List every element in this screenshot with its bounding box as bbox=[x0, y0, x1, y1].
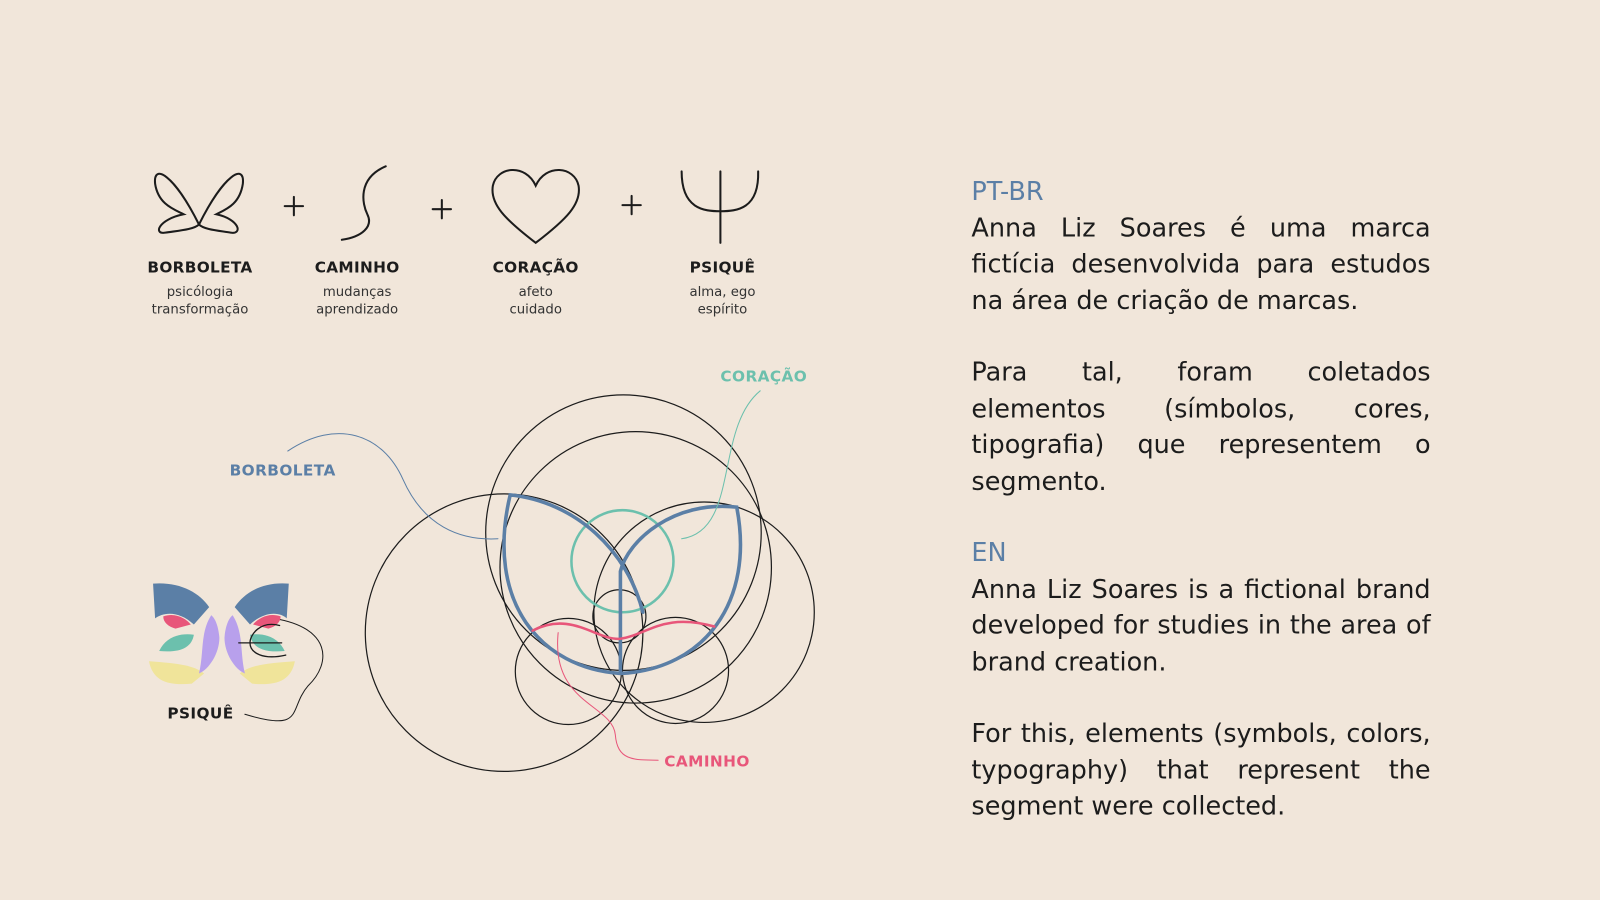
en-heading: EN bbox=[971, 537, 1007, 568]
heart-construction bbox=[570, 508, 675, 614]
coracao-leader bbox=[681, 390, 761, 540]
butterfly-icon bbox=[154, 172, 244, 234]
path-construction bbox=[531, 620, 716, 641]
label-borboleta: BORBOLETA bbox=[229, 461, 336, 480]
psi-icon bbox=[680, 170, 760, 244]
desc-line: cuidado bbox=[509, 302, 562, 318]
desc-line: alma, ego bbox=[689, 284, 756, 300]
en-paragraph-2: For this, elements (symbols, colors, typ… bbox=[971, 718, 1431, 821]
desc-line: afeto bbox=[518, 284, 553, 300]
desc-line: espírito bbox=[697, 302, 748, 318]
psique-leader bbox=[244, 617, 324, 722]
desc-line: psicólogia bbox=[166, 284, 234, 300]
label-coracao: CORAÇÃO bbox=[720, 367, 808, 386]
symbol-desc-coracao: afeto cuidado bbox=[454, 284, 617, 319]
plus-signs bbox=[283, 194, 642, 220]
construction-circles bbox=[364, 394, 815, 773]
caminho-leader bbox=[557, 632, 659, 761]
pt-paragraph-1: Anna Liz Soares é uma marca fictícia des… bbox=[971, 212, 1431, 315]
label-psique: PSIQUÊ bbox=[167, 704, 234, 723]
description: PT-BR Anna Liz Soares é uma marca fictíc… bbox=[971, 173, 1430, 824]
symbol-title-borboleta: BORBOLETA bbox=[147, 258, 253, 277]
symbol-title-psique: PSIQUÊ bbox=[689, 258, 756, 277]
pt-br-heading: PT-BR bbox=[971, 176, 1044, 207]
symbol-desc-psique: alma, ego espírito bbox=[641, 284, 804, 319]
symbol-title-caminho: CAMINHO bbox=[314, 258, 400, 277]
heart-icon bbox=[491, 169, 580, 245]
pt-paragraph-2: Para tal, foram coletados elementos (sím… bbox=[971, 357, 1431, 496]
butterfly-construction bbox=[502, 492, 743, 676]
logo-butterfly bbox=[148, 583, 295, 685]
borboleta-leader bbox=[287, 433, 499, 540]
path-icon bbox=[340, 165, 387, 241]
symbol-title-coracao: CORAÇÃO bbox=[492, 258, 579, 277]
en-paragraph-1: Anna Liz Soares is a fictional brand dev… bbox=[971, 573, 1431, 677]
symbol-desc-caminho: mudanças aprendizado bbox=[276, 284, 439, 319]
desc-line: aprendizado bbox=[316, 302, 399, 318]
label-caminho: CAMINHO bbox=[664, 752, 750, 771]
symbol-desc-borboleta: psicólogia transformação bbox=[118, 284, 281, 319]
desc-line: transformação bbox=[151, 302, 249, 318]
desc-line: mudanças bbox=[322, 284, 392, 300]
